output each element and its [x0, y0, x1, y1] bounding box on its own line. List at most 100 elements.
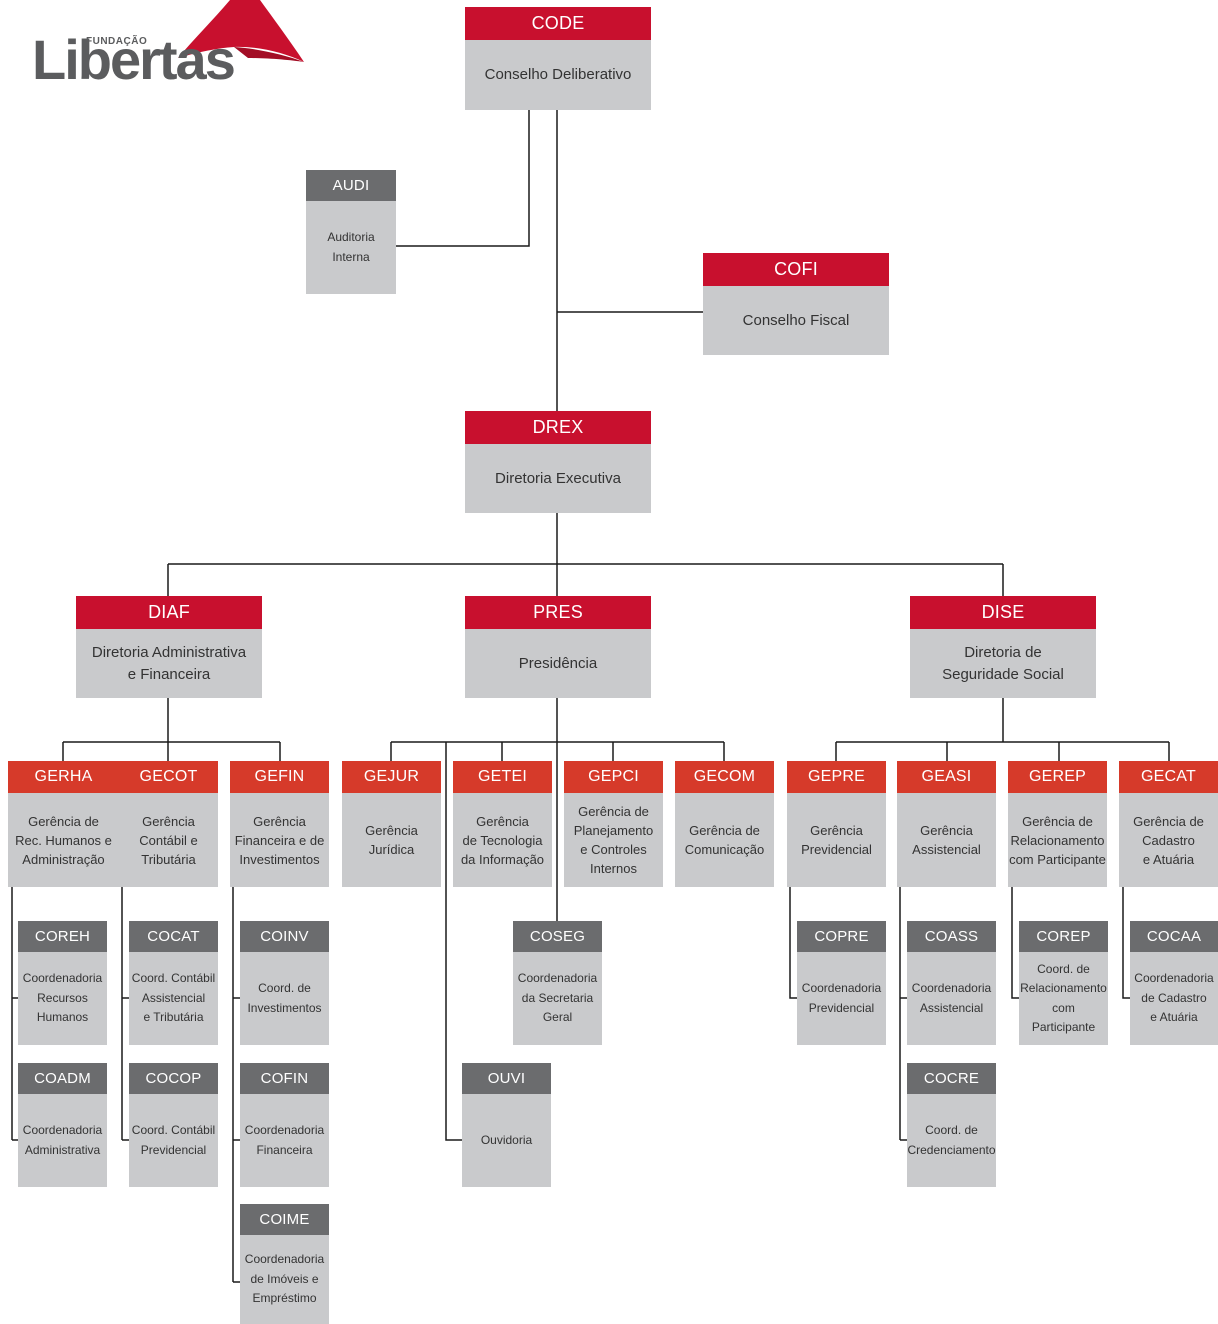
node-coseg-name: Coordenadoria da Secretaria Geral	[513, 952, 602, 1045]
node-diaf-name: Diretoria Administrativa e Financeira	[76, 629, 262, 698]
node-geasi-code: GEASI	[897, 761, 996, 793]
node-getei-code: GETEI	[453, 761, 552, 793]
node-gecot: GECOT Gerência Contábil e Tributária	[119, 761, 218, 887]
node-cofin-name: Coordenadoria Financeira	[240, 1094, 329, 1187]
node-gecat-name: Gerência de Cadastro e Atuária	[1119, 793, 1218, 887]
node-coreh-code: COREH	[18, 921, 107, 952]
node-getei-name: Gerência de Tecnologia da Informação	[453, 793, 552, 887]
node-gefin-name: Gerência Financeira e de Investimentos	[230, 793, 329, 887]
node-coseg: COSEG Coordenadoria da Secretaria Geral	[513, 921, 602, 1045]
node-gecot-name: Gerência Contábil e Tributária	[119, 793, 218, 887]
node-coreh-name: Coordenadoria Recursos Humanos	[18, 952, 107, 1045]
node-gepre: GEPRE Gerência Previdencial	[787, 761, 886, 887]
node-gepci: GEPCI Gerência de Planejamento e Control…	[564, 761, 663, 887]
node-gerha: GERHA Gerência de Rec. Humanos e Adminis…	[8, 761, 119, 887]
node-corep: COREP Coord. de Relacionamento com Parti…	[1019, 921, 1108, 1045]
node-gerha-name: Gerência de Rec. Humanos e Administração	[8, 793, 119, 887]
node-gepre-name: Gerência Previdencial	[787, 793, 886, 887]
node-diaf: DIAF Diretoria Administrativa e Financei…	[76, 596, 262, 698]
node-coinv-code: COINV	[240, 921, 329, 952]
node-cocre-name: Coord. de Credenciamento	[907, 1094, 996, 1187]
node-copre-name: Coordenadoria Previdencial	[797, 952, 886, 1045]
node-cocop-name: Coord. Contábil Previdencial	[129, 1094, 218, 1187]
node-coime-name: Coordenadoria de Imóveis e Empréstimo	[240, 1235, 329, 1324]
node-coadm-name: Coordenadoria Administrativa	[18, 1094, 107, 1187]
node-gefin-code: GEFIN	[230, 761, 329, 793]
node-gejur-name: Gerência Jurídica	[342, 793, 441, 887]
node-audi-code: AUDI	[306, 170, 396, 201]
node-code: CODE Conselho Deliberativo	[465, 7, 651, 110]
node-gerep-code: GEREP	[1008, 761, 1107, 793]
node-geasi: GEASI Gerência Assistencial	[897, 761, 996, 887]
node-drex-code: DREX	[465, 411, 651, 444]
node-audi-name: Auditoria Interna	[306, 201, 396, 294]
node-cocaa-name: Coordenadoria de Cadastro e Atuária	[1130, 952, 1218, 1045]
node-gecom: GECOM Gerência de Comunicação	[675, 761, 774, 887]
node-cocaa-code: COCAA	[1130, 921, 1218, 952]
logo-small-text: FUNDAÇÃO	[86, 36, 148, 47]
node-coreh: COREH Coordenadoria Recursos Humanos	[18, 921, 107, 1045]
node-cocaa: COCAA Coordenadoria de Cadastro e Atuári…	[1130, 921, 1218, 1045]
node-dise-name: Diretoria de Seguridade Social	[910, 629, 1096, 698]
node-corep-name: Coord. de Relacionamento com Participant…	[1019, 952, 1108, 1045]
logo-swoosh-icon	[178, 0, 304, 62]
node-gepre-code: GEPRE	[787, 761, 886, 793]
node-cocop-code: COCOP	[129, 1063, 218, 1094]
node-gejur: GEJUR Gerência Jurídica	[342, 761, 441, 887]
node-pres-name: Presidência	[465, 629, 651, 698]
node-cocre: COCRE Coord. de Credenciamento	[907, 1063, 996, 1187]
node-cocat-name: Coord. Contábil Assistencial e Tributári…	[129, 952, 218, 1045]
node-gefin: GEFIN Gerência Financeira e de Investime…	[230, 761, 329, 887]
node-gecat-code: GECAT	[1119, 761, 1218, 793]
node-coime-code: COIME	[240, 1204, 329, 1235]
node-copre-code: COPRE	[797, 921, 886, 952]
node-coinv-name: Coord. de Investimentos	[240, 952, 329, 1045]
node-drex-name: Diretoria Executiva	[465, 444, 651, 513]
node-geasi-name: Gerência Assistencial	[897, 793, 996, 887]
node-pres: PRES Presidência	[465, 596, 651, 698]
node-cofi-code: COFI	[703, 253, 889, 286]
node-ouvi-name: Ouvidoria	[462, 1094, 551, 1187]
node-getei: GETEI Gerência de Tecnologia da Informaç…	[453, 761, 552, 887]
node-coseg-code: COSEG	[513, 921, 602, 952]
node-cofi-name: Conselho Fiscal	[703, 286, 889, 355]
node-gecat: GECAT Gerência de Cadastro e Atuária	[1119, 761, 1218, 887]
node-copre: COPRE Coordenadoria Previdencial	[797, 921, 886, 1045]
node-gecom-code: GECOM	[675, 761, 774, 793]
node-cofi: COFI Conselho Fiscal	[703, 253, 889, 355]
node-cocre-code: COCRE	[907, 1063, 996, 1094]
node-gerep-name: Gerência de Relacionamento com Participa…	[1008, 793, 1107, 887]
node-cofin-code: COFIN	[240, 1063, 329, 1094]
node-gerep: GEREP Gerência de Relacionamento com Par…	[1008, 761, 1107, 887]
node-coadm-code: COADM	[18, 1063, 107, 1094]
logo-word: Libertas	[32, 28, 236, 91]
node-gecot-code: GECOT	[119, 761, 218, 793]
node-coinv: COINV Coord. de Investimentos	[240, 921, 329, 1045]
node-gerha-code: GERHA	[8, 761, 119, 793]
node-gepci-name: Gerência de Planejamento e Controles Int…	[564, 793, 663, 887]
node-gejur-code: GEJUR	[342, 761, 441, 793]
node-coass: COASS Coordenadoria Assistencial	[907, 921, 996, 1045]
node-gecom-name: Gerência de Comunicação	[675, 793, 774, 887]
node-coadm: COADM Coordenadoria Administrativa	[18, 1063, 107, 1187]
node-corep-code: COREP	[1019, 921, 1108, 952]
node-coass-name: Coordenadoria Assistencial	[907, 952, 996, 1045]
node-cocat: COCAT Coord. Contábil Assistencial e Tri…	[129, 921, 218, 1045]
node-code-name: Conselho Deliberativo	[465, 40, 651, 110]
node-diaf-code: DIAF	[76, 596, 262, 629]
node-ouvi: OUVI Ouvidoria	[462, 1063, 551, 1187]
node-cocat-code: COCAT	[129, 921, 218, 952]
node-pres-code: PRES	[465, 596, 651, 629]
node-cofin: COFIN Coordenadoria Financeira	[240, 1063, 329, 1187]
node-gepci-code: GEPCI	[564, 761, 663, 793]
libertas-logo: FUNDAÇÃO Libertas	[28, 0, 308, 100]
node-code-code: CODE	[465, 7, 651, 40]
node-coass-code: COASS	[907, 921, 996, 952]
node-coime: COIME Coordenadoria de Imóveis e Emprést…	[240, 1204, 329, 1324]
node-dise-code: DISE	[910, 596, 1096, 629]
node-drex: DREX Diretoria Executiva	[465, 411, 651, 513]
node-dise: DISE Diretoria de Seguridade Social	[910, 596, 1096, 698]
node-cocop: COCOP Coord. Contábil Previdencial	[129, 1063, 218, 1187]
node-audi: AUDI Auditoria Interna	[306, 170, 396, 294]
